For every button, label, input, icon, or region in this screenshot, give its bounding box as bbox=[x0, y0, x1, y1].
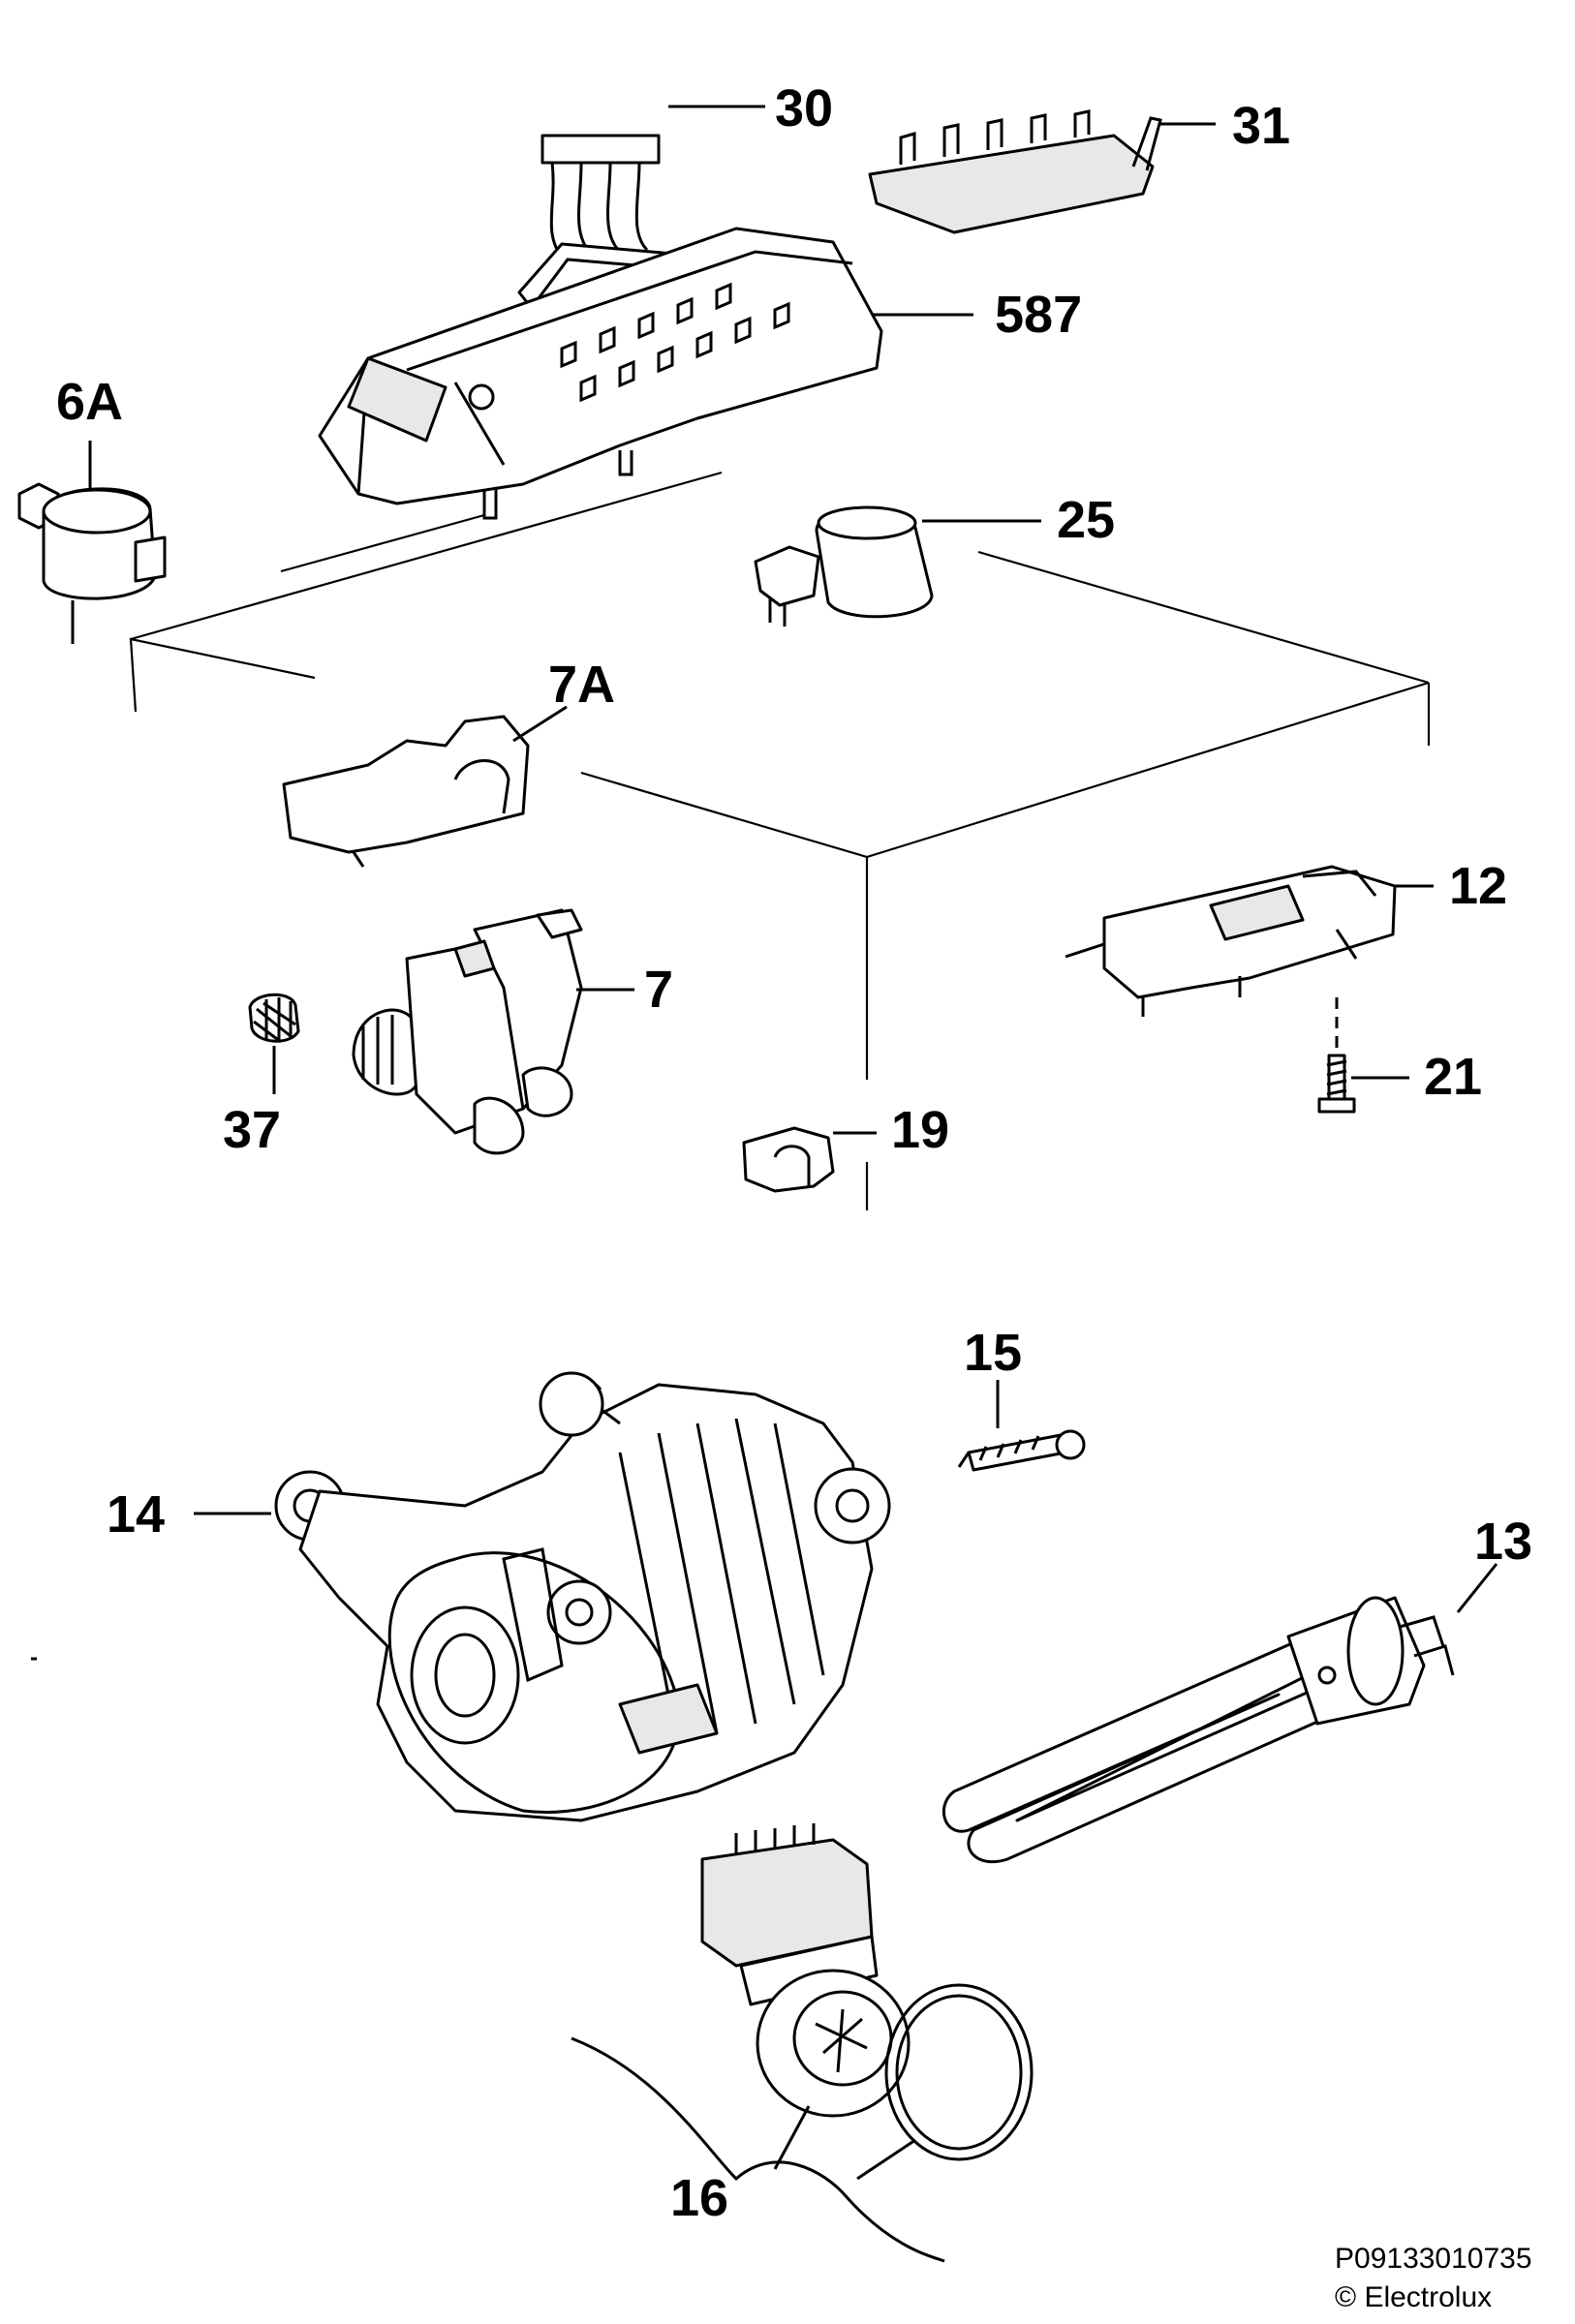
part-7-inlet-valve bbox=[352, 908, 634, 1155]
part-31-switch-strip bbox=[868, 109, 1216, 234]
part-587-control-board bbox=[318, 227, 973, 520]
part-37-filter bbox=[248, 993, 300, 1094]
label-13: 13 bbox=[1474, 1513, 1533, 1571]
part-16-drain-pump bbox=[571, 1823, 1034, 2263]
label-14: 14 bbox=[107, 1485, 166, 1544]
label-31: 31 bbox=[1232, 97, 1291, 155]
diagram-code: P09133010735 bbox=[1335, 2243, 1532, 2275]
part-21-screw bbox=[1317, 997, 1409, 1114]
label-21: 21 bbox=[1424, 1048, 1483, 1106]
part-6A-potentiometer bbox=[17, 441, 167, 644]
label-37: 37 bbox=[223, 1101, 282, 1159]
part-7A-bracket bbox=[282, 705, 568, 868]
part-25-capacitor bbox=[754, 505, 1041, 627]
label-12: 12 bbox=[1449, 857, 1508, 915]
label-7A: 7A bbox=[548, 656, 616, 714]
label-6A: 6A bbox=[56, 373, 124, 431]
part-13-heater bbox=[942, 1563, 1498, 1864]
label-30: 30 bbox=[775, 79, 834, 138]
part-15-screw bbox=[957, 1380, 1086, 1472]
label-587: 587 bbox=[995, 286, 1083, 344]
part-14-motor bbox=[194, 1371, 891, 1822]
label-7: 7 bbox=[644, 961, 674, 1019]
part-12-door-lock bbox=[1065, 865, 1434, 1017]
copyright-text: © Electrolux bbox=[1335, 2281, 1493, 2313]
part-19-clip bbox=[742, 1126, 877, 1193]
label-15: 15 bbox=[964, 1324, 1023, 1382]
label-16: 16 bbox=[670, 2169, 729, 2227]
label-25: 25 bbox=[1057, 491, 1116, 549]
assembly-frame bbox=[129, 471, 1431, 1210]
label-19: 19 bbox=[891, 1101, 950, 1159]
